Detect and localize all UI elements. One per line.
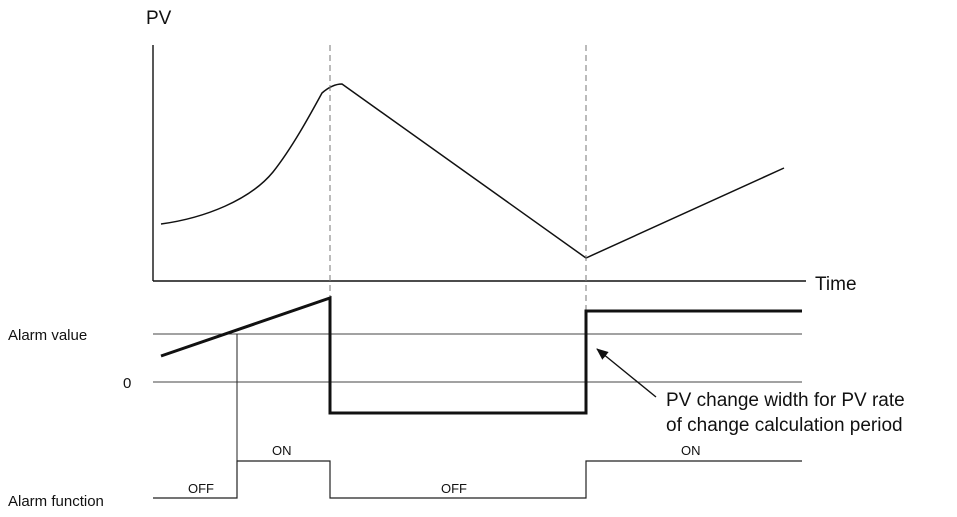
state-off-2: OFF: [441, 481, 467, 496]
state-on-1: ON: [272, 443, 292, 458]
state-off-1: OFF: [188, 481, 214, 496]
alarm-value-label: Alarm value: [8, 327, 87, 344]
annotation-arrow: [596, 348, 657, 398]
pv-axis-label: PV: [146, 8, 172, 29]
annotation-text-line2: of change calculation period: [666, 415, 903, 436]
annotation-text-line1: PV change width for PV rate: [666, 390, 905, 411]
pv-curve: [160, 83, 785, 259]
alarm-function-label: Alarm function: [8, 493, 104, 510]
zero-label: 0: [123, 375, 131, 392]
time-axis-label: Time: [815, 274, 857, 295]
pv-change-width-waveform: [160, 295, 802, 415]
state-on-2: ON: [681, 443, 701, 458]
alarm-function-waveform: [153, 460, 802, 499]
